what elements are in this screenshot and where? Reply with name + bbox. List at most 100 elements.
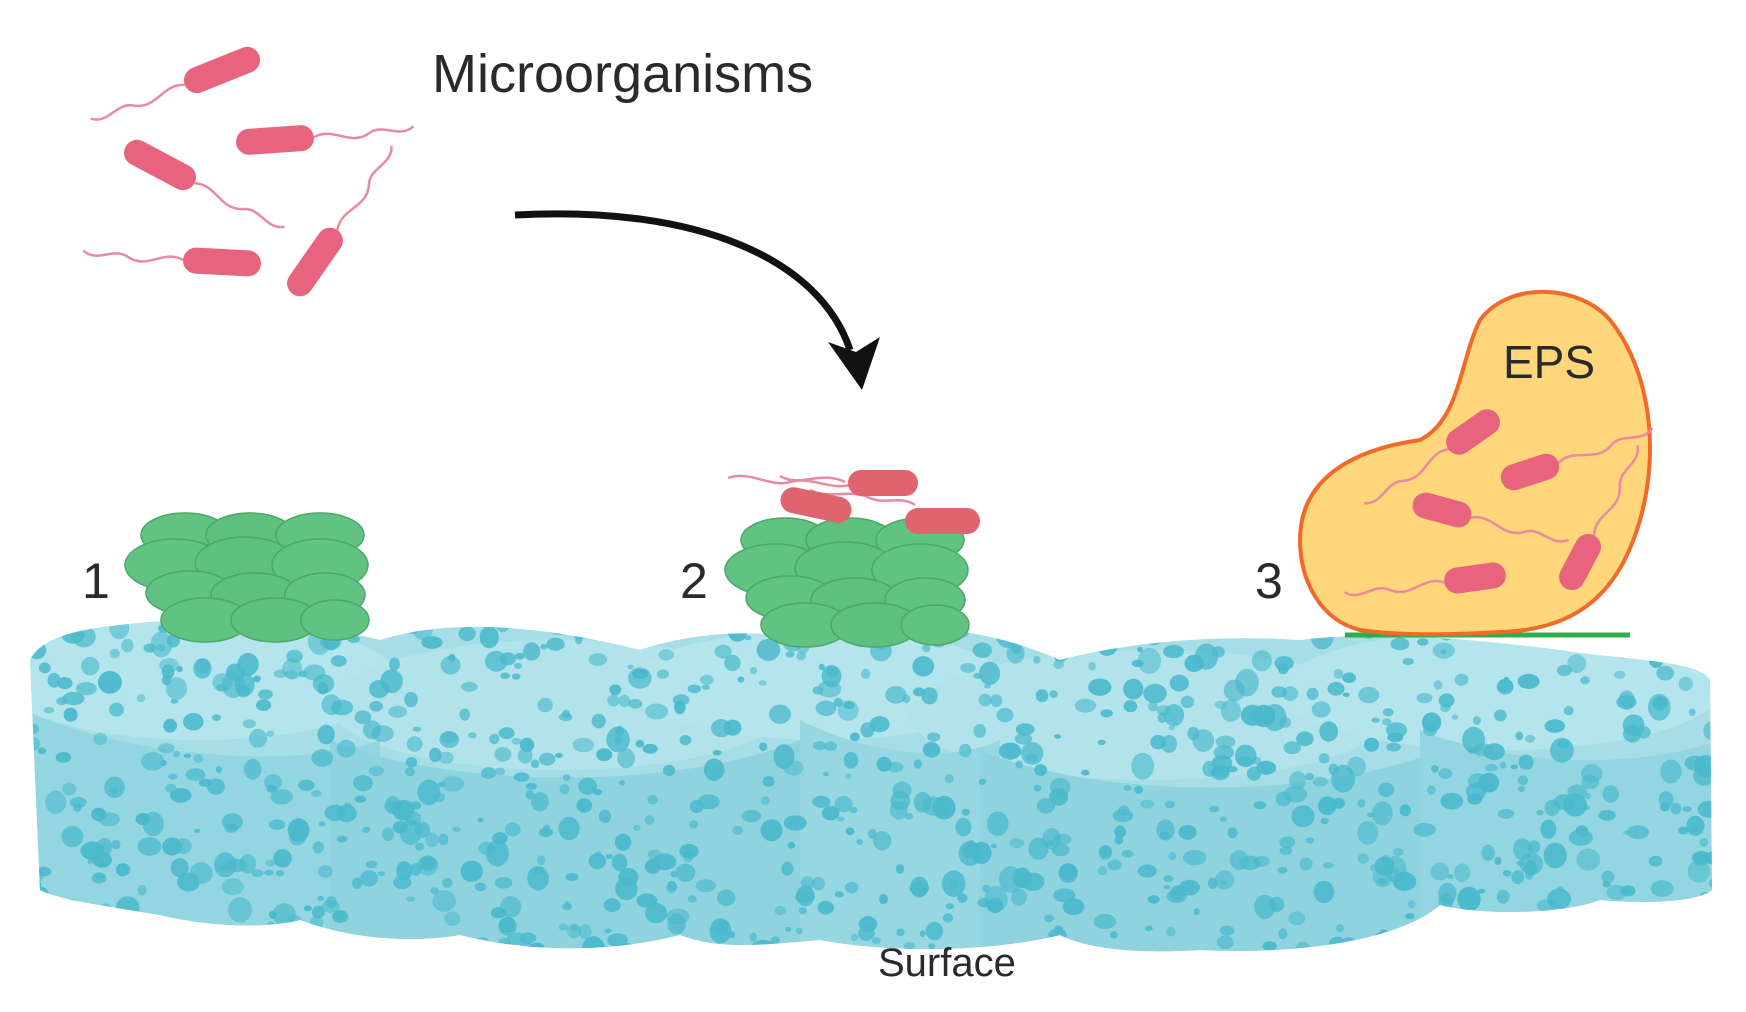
pore — [1699, 892, 1712, 905]
pore — [523, 642, 540, 660]
pore — [1156, 705, 1170, 715]
pore — [761, 819, 783, 841]
bacterium-body — [182, 247, 261, 277]
pore — [17, 723, 29, 736]
pore — [1342, 672, 1356, 683]
pore — [816, 701, 837, 716]
pore — [1307, 688, 1319, 700]
pore — [511, 738, 521, 745]
pore — [589, 653, 607, 666]
pore — [319, 821, 326, 826]
pore — [1703, 721, 1719, 740]
pore — [1091, 641, 1099, 650]
pore — [79, 917, 103, 934]
pore — [724, 720, 742, 736]
pore — [979, 694, 992, 707]
pore — [737, 677, 744, 683]
pore — [1305, 773, 1314, 781]
pore — [94, 873, 105, 880]
pore — [1147, 630, 1160, 639]
film-blob — [901, 605, 969, 645]
pore — [19, 777, 32, 789]
pore — [495, 768, 505, 776]
pore — [926, 922, 943, 940]
pore — [749, 933, 757, 942]
pore — [183, 713, 203, 731]
pore — [1358, 687, 1379, 703]
pore — [220, 864, 230, 871]
bacterium-body — [119, 135, 200, 195]
pore — [68, 899, 77, 908]
pore — [1217, 626, 1227, 633]
pore — [1685, 647, 1698, 658]
pore — [1183, 850, 1206, 865]
pore — [546, 638, 564, 651]
pore — [1239, 856, 1261, 871]
pore — [404, 692, 418, 707]
pore — [1457, 887, 1480, 912]
pore — [1620, 885, 1635, 896]
pore — [1623, 725, 1642, 742]
pore — [1479, 941, 1488, 950]
pore — [405, 767, 415, 776]
flagellum — [334, 146, 398, 232]
pore — [441, 656, 461, 675]
pore — [1163, 875, 1173, 882]
pore — [1660, 760, 1681, 784]
pore — [1540, 820, 1556, 839]
pore — [1323, 862, 1334, 869]
pore — [191, 938, 210, 952]
pore — [173, 751, 180, 758]
pore — [104, 777, 124, 798]
pore — [216, 766, 222, 773]
pore — [62, 783, 76, 796]
pore — [1518, 775, 1528, 785]
pore — [996, 621, 1020, 648]
pore — [1148, 895, 1160, 904]
pore — [396, 861, 412, 880]
eps-label: EPS — [1503, 336, 1595, 388]
arrow-head-icon — [828, 337, 880, 390]
pore — [1341, 937, 1357, 953]
pore — [1617, 651, 1629, 659]
pore — [325, 805, 347, 821]
pore — [1391, 868, 1399, 874]
pore — [1100, 845, 1112, 857]
pore — [109, 617, 129, 640]
pore — [481, 767, 496, 779]
pore — [1114, 836, 1123, 845]
pore — [514, 772, 530, 781]
pore — [617, 943, 637, 959]
pore — [759, 742, 767, 751]
pore — [983, 885, 991, 893]
pore — [1215, 870, 1234, 890]
pore — [495, 618, 509, 633]
pore — [710, 918, 732, 943]
pore — [289, 830, 306, 846]
pore — [1649, 856, 1663, 867]
pore — [72, 626, 96, 648]
pore — [1481, 845, 1494, 861]
pore — [219, 937, 227, 946]
pore — [1144, 630, 1163, 646]
pore — [170, 788, 191, 803]
pore — [547, 617, 570, 635]
pore — [333, 910, 347, 920]
pore — [1545, 719, 1565, 733]
pore — [732, 826, 743, 835]
pore — [1357, 821, 1378, 845]
pore — [1311, 625, 1334, 649]
pore — [813, 686, 824, 694]
pore — [1026, 754, 1038, 762]
pore — [1511, 765, 1518, 770]
bacterium-group — [235, 117, 414, 155]
pore — [207, 779, 225, 795]
pore — [788, 842, 796, 849]
pore — [1589, 925, 1608, 940]
free-microorganisms — [83, 43, 415, 301]
pore — [1096, 633, 1118, 656]
pore — [429, 748, 442, 763]
pore — [19, 642, 34, 652]
pore — [1619, 690, 1636, 709]
pore — [937, 808, 949, 817]
